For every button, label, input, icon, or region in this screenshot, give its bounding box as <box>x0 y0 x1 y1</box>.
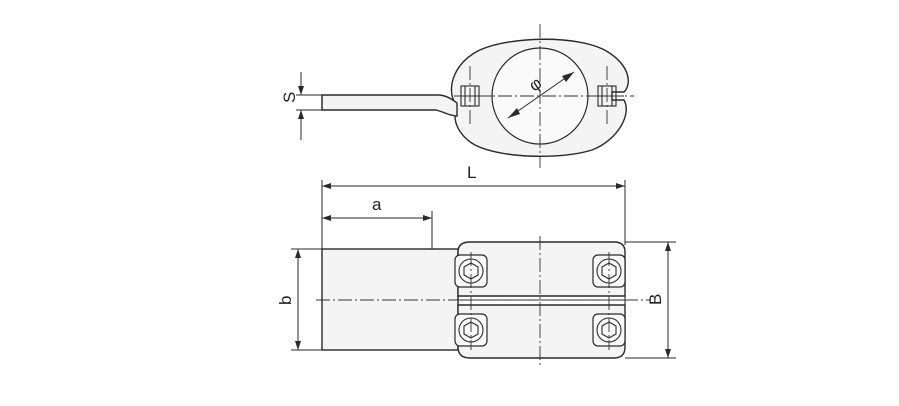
bottom-view: L a <box>276 163 676 365</box>
clamp-body-upper <box>457 241 626 297</box>
thickness-label-s: S <box>280 92 299 103</box>
top-view: φ S <box>280 24 634 168</box>
clamp-body-lower <box>457 304 626 359</box>
length-label-L: L <box>467 163 476 182</box>
length-label-a: a <box>372 195 382 214</box>
width-label-B: B <box>646 294 665 305</box>
tail-plate <box>321 248 459 351</box>
width-label-b: b <box>276 296 295 305</box>
clamp-tail-bar <box>321 94 458 117</box>
